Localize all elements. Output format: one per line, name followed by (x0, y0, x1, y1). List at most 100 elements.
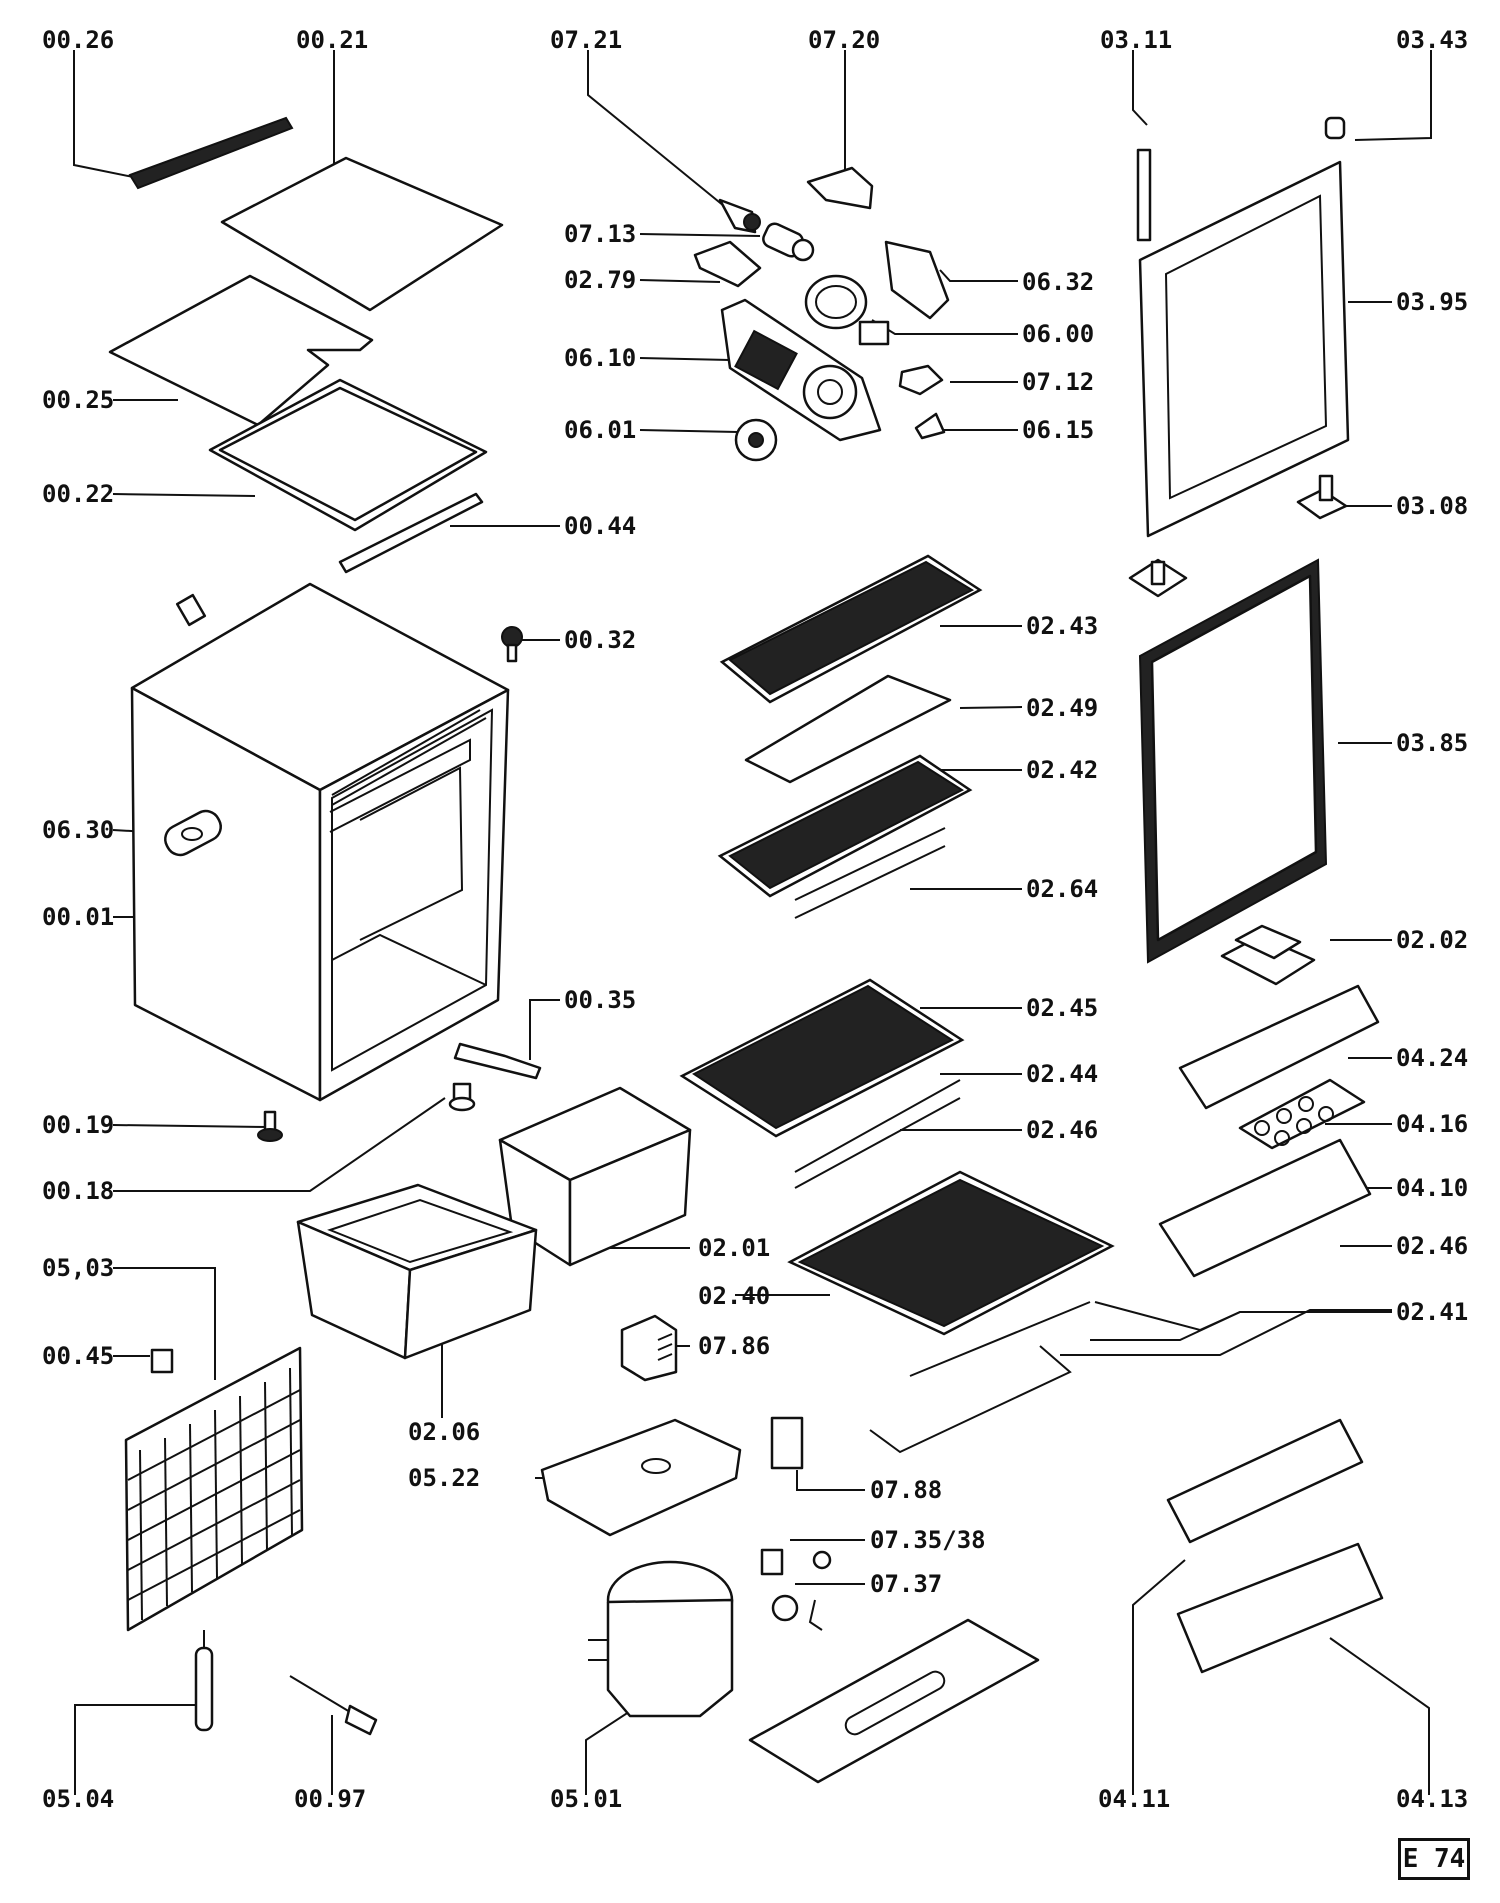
door-bin-04-11 (1166, 1418, 1364, 1544)
top-panel (108, 274, 374, 427)
label-07-37: 07.37 (870, 1570, 942, 1598)
lamp-bulb (718, 198, 761, 234)
compressor (588, 1560, 734, 1718)
shelf-wire-frame (869, 1345, 1072, 1454)
door-bin-04-10 (1158, 1138, 1372, 1278)
shelf-02-43 (719, 554, 983, 704)
label-02-40: 02.40 (698, 1282, 770, 1310)
relay-cover (620, 1314, 678, 1382)
lamp-shade (806, 166, 874, 210)
fan-wheel (734, 418, 778, 462)
top-cover-sheet (220, 156, 504, 312)
top-frame (208, 378, 488, 532)
label-02-01: 02.01 (698, 1234, 770, 1262)
bulb-holder (693, 240, 762, 288)
label-00-25: 00.25 (42, 386, 114, 414)
label-02-42: 02.42 (1026, 756, 1098, 784)
label-06-10: 06.10 (564, 344, 636, 372)
terminal-cover (771, 1594, 823, 1631)
shelf-02-42 (717, 754, 973, 898)
door-03-95 (1138, 160, 1350, 538)
diagram-code-box: E 74 (1398, 1838, 1470, 1880)
label-03-95: 03.95 (1396, 288, 1468, 316)
label-04-10: 04.10 (1396, 1174, 1468, 1202)
label-02-79: 02.79 (564, 266, 636, 294)
leveling-screw (501, 626, 523, 663)
label-02-49: 02.49 (1026, 694, 1098, 722)
lamp-socket (762, 222, 815, 262)
duct-clip (914, 412, 946, 440)
label-00-45: 00.45 (42, 1342, 114, 1370)
label-00-19: 00.19 (42, 1111, 114, 1139)
top-trim-strip (128, 116, 294, 190)
label-02-45: 02.45 (1026, 994, 1098, 1022)
label-02-43: 02.43 (1026, 612, 1098, 640)
label-02-02: 02.02 (1396, 926, 1468, 954)
gasket-strip (338, 492, 484, 574)
label-00-26: 00.26 (42, 26, 114, 54)
label-02-44: 02.44 (1026, 1060, 1098, 1088)
label-02-46-door: 02.46 (1396, 1232, 1468, 1260)
label-02-64: 02.64 (1026, 875, 1098, 903)
label-02-06: 02.06 (408, 1418, 480, 1446)
label-00-01: 00.01 (42, 903, 114, 931)
sensor-probe (289, 1675, 378, 1736)
butter-compartment-02-02 (1220, 924, 1316, 986)
label-07-35-38: 07.35/38 (870, 1526, 986, 1554)
label-05-01: 05.01 (550, 1785, 622, 1813)
filter-drier (194, 1630, 214, 1732)
label-05-22: 05.22 (408, 1464, 480, 1492)
shelf-glass-02-49 (744, 674, 952, 784)
label-04-13: 04.13 (1396, 1785, 1468, 1813)
label-00-18: 00.18 (42, 1177, 114, 1205)
door-bin-04-13 (1176, 1542, 1384, 1674)
label-00-97: 00.97 (294, 1785, 366, 1813)
shelf-02-45 (679, 978, 965, 1138)
hinge-bracket (453, 1042, 542, 1080)
label-06-32: 06.32 (1022, 268, 1094, 296)
shelf-rail-02-46 (794, 1097, 961, 1189)
crisper-drawer-small (498, 1086, 692, 1267)
hinge-pin (175, 593, 207, 627)
label-02-41: 02.41 (1396, 1298, 1468, 1326)
label-00-35: 00.35 (564, 986, 636, 1014)
cabinet-body (130, 582, 510, 1102)
air-duct-housing (720, 298, 882, 442)
hinge-pin-03-11 (1136, 148, 1152, 242)
label-03-11: 03.11 (1100, 26, 1172, 54)
label-00-21: 00.21 (296, 26, 368, 54)
shelf-02-40 (787, 1170, 1115, 1336)
label-07-88: 07.88 (870, 1476, 942, 1504)
label-06-15: 06.15 (1022, 416, 1094, 444)
label-05-03: 05,03 (42, 1254, 114, 1282)
label-07-13: 07.13 (564, 220, 636, 248)
label-06-00: 06.00 (1022, 320, 1094, 348)
condenser-coil (124, 1346, 304, 1632)
shelf-rail-02-64-a (794, 827, 946, 901)
adjustable-foot-front (448, 1082, 476, 1112)
thermostat-ring (804, 274, 890, 346)
label-06-01: 06.01 (564, 416, 636, 444)
label-04-24: 04.24 (1396, 1044, 1468, 1072)
adjustable-foot-rear (257, 1110, 283, 1142)
label-03-08: 03.08 (1396, 492, 1468, 520)
hinge-03-08 (1296, 474, 1348, 520)
overload-protector (760, 1548, 832, 1576)
label-00-32: 00.32 (564, 626, 636, 654)
shelf-rail-02-44 (794, 1079, 961, 1173)
label-03-85: 03.85 (1396, 729, 1468, 757)
label-02-46: 02.46 (1026, 1116, 1098, 1144)
label-07-20: 07.20 (808, 26, 880, 54)
shelf-rail-02-41 (909, 1301, 1091, 1377)
label-00-22: 00.22 (42, 480, 114, 508)
shelf-rail-02-64-b (794, 845, 946, 919)
label-07-86: 07.86 (698, 1332, 770, 1360)
label-00-44: 00.44 (564, 512, 636, 540)
label-06-30: 06.30 (42, 816, 114, 844)
door-switch (898, 364, 944, 396)
compressor-tray (540, 1418, 742, 1537)
part-labels: 00.26 00.21 07.21 07.20 03.11 03.43 07.1… (42, 26, 1468, 1813)
hinge-lower-plate (1128, 558, 1188, 598)
label-07-12: 07.12 (1022, 368, 1094, 396)
